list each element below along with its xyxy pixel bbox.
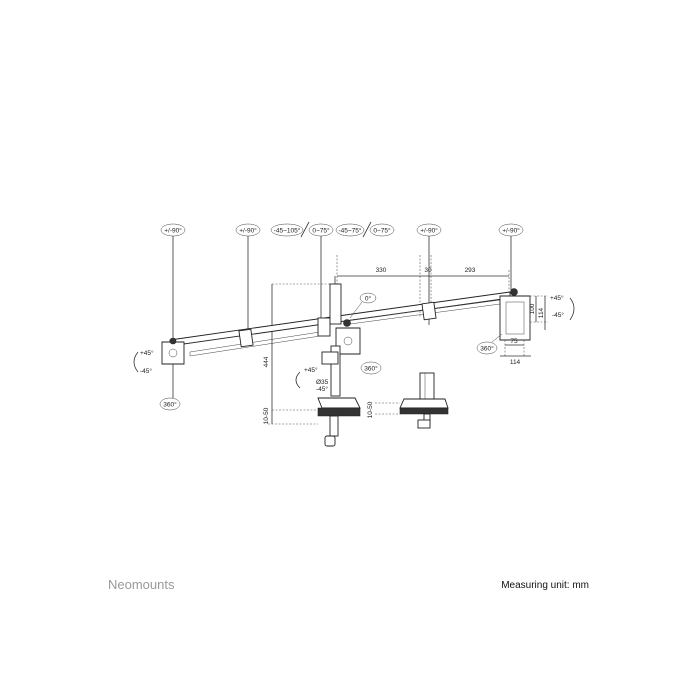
badge-left-tilt-text: +/-90° (164, 227, 182, 235)
span-right-label: 293 (465, 267, 476, 274)
center-top-angle: 0° (365, 295, 372, 303)
measuring-unit: Measuring unit: mm (501, 580, 589, 591)
center-pole: +45° -45° Ø35 (295, 345, 361, 447)
separator (362, 221, 372, 238)
right-tilt-down: -45° (552, 311, 564, 319)
vesa-100-vertical: 100 (529, 303, 536, 314)
badge-arm-range-3-text: -45~75° (338, 227, 361, 235)
badge-right-tilt-text: +/-90° (502, 227, 520, 235)
badge-arm-range-2-text: 0~75° (312, 227, 330, 235)
badge-arm-range-3: -45~75° (335, 223, 365, 237)
badge-center-rotate-text: 360° (364, 365, 378, 373)
vesa-plate-center: 0° 360° (335, 292, 382, 375)
left-tilt-up: +45° (140, 349, 154, 357)
brand-logo: Neomounts (108, 577, 175, 592)
grommet-base: 10-50 (367, 372, 449, 429)
badge-right-arm-text: +/-90° (420, 227, 438, 235)
center-tilt-up: +45° (304, 366, 318, 374)
pole-diameter: Ø35 (316, 379, 329, 386)
separator (300, 221, 310, 238)
span-left-label: 330 (376, 267, 387, 274)
badge-arm-range-4: 0~75° (369, 223, 395, 237)
center-tilt-down: -45° (316, 385, 328, 393)
badge-left-tilt: +/-90° (160, 223, 186, 338)
span-mid-label: 30 (424, 267, 432, 274)
badge-left-arm: +/-90° (235, 223, 261, 336)
badge-arm-range-1-text: -45~105° (274, 227, 301, 235)
height-label: 444 (263, 356, 270, 367)
badge-arm-range-4-text: 0~75° (373, 227, 391, 235)
vesa-114-vertical: 114 (538, 307, 545, 318)
vesa-plate-left: +45° -45° 360° (133, 337, 185, 411)
badge-arm-range-2: 0~75° (308, 223, 334, 325)
clamp-right-label: 10-50 (367, 401, 374, 418)
arm-assembly (169, 276, 511, 357)
badge-left-rotate-text: 360° (163, 401, 177, 409)
badge-right-tilt: +/-90° (498, 223, 524, 290)
badge-right-rotate-text: 360° (480, 345, 494, 353)
badge-left-arm-text: +/-90° (239, 227, 257, 235)
vesa-plate-right: 100 114 +45° -45° 75 114 360° (476, 288, 575, 366)
height-dimension: 444 10-50 (263, 283, 330, 424)
left-tilt-down: -45° (140, 367, 152, 375)
badge-arm-range-1: -45~105° (270, 223, 304, 237)
right-tilt-up: +45° (550, 294, 564, 302)
clamp-left-label: 10-50 (263, 407, 270, 424)
vesa-75: 75 (510, 338, 518, 345)
vesa-114-horizontal: 114 (510, 359, 521, 366)
